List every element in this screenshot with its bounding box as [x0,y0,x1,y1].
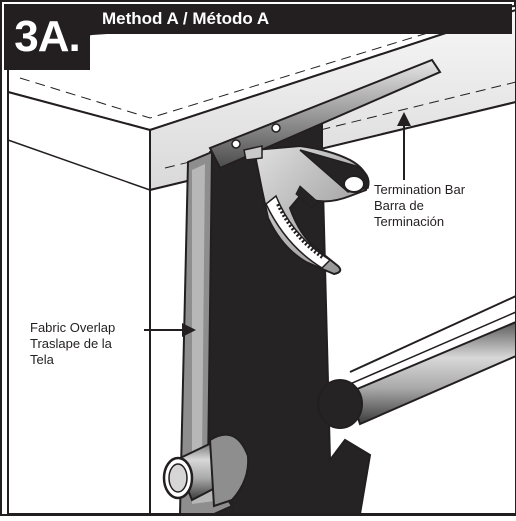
wall-base-line [349,295,516,373]
callout-line: Barra de [374,198,424,213]
gun-rear-cap [343,175,365,193]
callout-line: Termination Bar [374,182,466,197]
fastening-gun [243,144,370,276]
method-title: Method A / Método A [102,9,270,28]
top-dashed-line [19,19,471,119]
fabric-overlap-callout: Fabric Overlap Traslape de la Tela [30,320,115,368]
method-header-bar [90,4,512,34]
wall-base-line-2 [349,311,516,385]
fabric-arrow-head [182,323,196,337]
pipe-boot-right [317,379,363,429]
termination-bar-callout: Termination Bar Barra de Terminación [374,182,465,230]
callout-line: Fabric Overlap [30,320,116,335]
gun-trigger [295,185,319,209]
callout-line: Terminación [374,214,445,229]
wall-side-line [7,139,151,191]
coping-dashed-line [164,81,516,169]
gun-fastener-strip [276,203,326,260]
step-badge: 3A. [4,4,90,70]
fabric-overlap-highlight [192,164,222,504]
pipe-boot-left [208,433,250,508]
wall-side-face [7,90,151,515]
termination-bar [208,58,442,170]
bar-fastener-1 [231,139,241,149]
callout-line: Traslape de la [30,336,112,351]
termination-arrow-head [397,112,411,126]
gun-nozzle [243,145,263,161]
pipe-left-inner [168,463,188,493]
callout-line: Tela [30,352,54,367]
bar-fastener-2 [271,123,281,133]
